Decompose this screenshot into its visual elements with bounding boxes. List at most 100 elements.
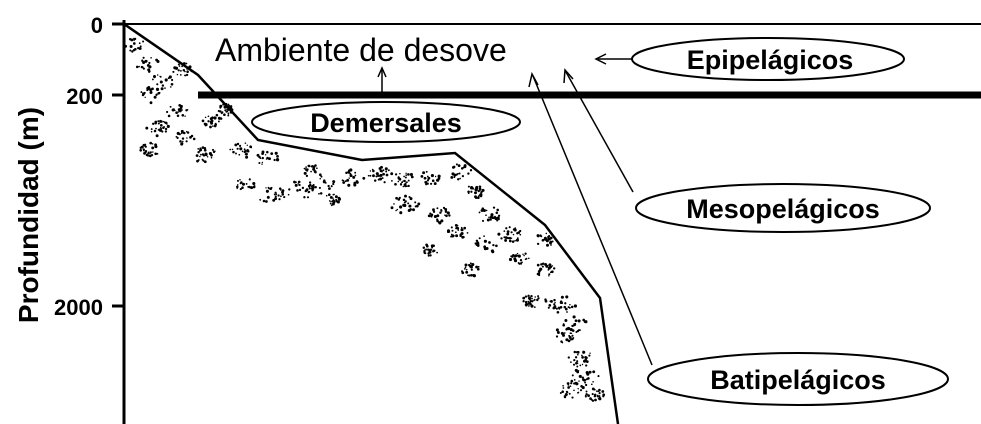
fish-dot <box>531 300 534 303</box>
fish-dot <box>576 362 579 364</box>
fish-dot <box>425 243 428 247</box>
fish-dot <box>575 361 578 365</box>
fish-dot <box>407 179 410 182</box>
fish-dot <box>510 231 513 234</box>
fish-dot <box>405 174 408 176</box>
demersal-label: Demersales <box>310 108 462 138</box>
fish-dot <box>448 214 451 217</box>
fish-dot <box>177 111 180 113</box>
fish-dot <box>519 233 522 236</box>
fish-dot <box>142 40 145 43</box>
fish-dot <box>176 136 179 139</box>
fish-dot <box>541 239 545 242</box>
fish-dot <box>150 57 152 59</box>
fish-dot <box>246 148 249 152</box>
fish-dot <box>175 111 178 115</box>
fish-dot <box>549 236 553 240</box>
fish-dot <box>230 105 233 108</box>
fish-dot <box>556 331 560 334</box>
fish-dot <box>404 176 407 179</box>
fish-dot <box>601 390 604 393</box>
fish-dot <box>516 237 519 240</box>
fish-dot <box>287 193 290 196</box>
fish-dot <box>403 201 406 204</box>
fish-dot <box>495 211 499 215</box>
fish-dot <box>455 226 458 229</box>
fish-dot <box>528 301 531 305</box>
fish-dot <box>188 66 191 69</box>
fish-dot <box>427 252 430 255</box>
fish-dot <box>228 105 231 108</box>
fish-dot <box>155 127 157 130</box>
fish-dot <box>305 174 309 178</box>
fish-dot <box>200 153 202 156</box>
fish-dot <box>483 235 485 237</box>
fish-dot <box>597 375 600 378</box>
fish-dot <box>442 206 446 210</box>
fish-dot <box>394 182 397 186</box>
fish-dot <box>404 194 407 198</box>
fish-dot <box>470 265 473 269</box>
fish-dot <box>256 153 260 157</box>
fish-dot <box>239 178 241 181</box>
fish-dot <box>505 227 508 230</box>
fish-dot <box>576 365 579 368</box>
fish-dot <box>185 62 188 65</box>
fish-dot <box>275 193 278 196</box>
fish-dot <box>322 180 326 184</box>
fish-dot <box>318 192 320 195</box>
fish-dot <box>581 363 584 366</box>
fish-dot <box>241 150 244 153</box>
fish-dot <box>166 124 170 129</box>
fish-dot <box>214 150 216 152</box>
fish-dot <box>306 169 309 172</box>
fish-dot <box>591 387 595 391</box>
spawning-environment-label: Ambiente de desove <box>215 32 507 68</box>
fish-dot <box>522 300 525 303</box>
fish-dot <box>465 268 468 271</box>
fish-dot <box>402 198 406 202</box>
fish-dot <box>523 254 525 257</box>
fish-dot <box>239 188 242 191</box>
fish-dot <box>560 331 564 335</box>
fish-dot <box>561 341 564 344</box>
fish-dot <box>579 364 582 367</box>
fish-dot <box>584 383 588 387</box>
fish-dot <box>577 387 579 390</box>
fish-dot <box>432 249 435 252</box>
fish-dot <box>571 334 574 337</box>
fish-dot <box>436 214 440 218</box>
fish-dot <box>573 350 577 354</box>
fish-dot <box>385 170 388 173</box>
fish-dot <box>555 307 558 310</box>
fish-dot <box>348 177 350 179</box>
fish-dot <box>403 203 407 207</box>
fish-dot <box>475 243 478 247</box>
fish-dot <box>199 148 203 152</box>
fish-dot <box>186 70 189 73</box>
fish-dot <box>568 392 571 395</box>
fish-dot <box>239 147 243 151</box>
fish-dot <box>159 80 163 84</box>
fish-dot <box>295 181 297 184</box>
fish-dot <box>210 153 213 157</box>
fish-dot <box>559 301 563 305</box>
fish-dot <box>541 265 544 268</box>
fish-dot <box>555 335 559 338</box>
fish-dot <box>148 61 151 65</box>
fish-dot <box>149 141 153 145</box>
fish-dot <box>585 360 589 363</box>
fish-dot <box>481 219 485 222</box>
fish-dot <box>273 158 276 162</box>
fish-dot <box>561 390 564 393</box>
fish-dot <box>349 168 353 172</box>
fish-dot <box>438 221 442 225</box>
fish-dot <box>133 37 135 40</box>
fish-dot <box>591 399 595 402</box>
fish-dot <box>258 155 261 159</box>
fish-dot <box>244 150 247 153</box>
fish-dot <box>226 108 228 111</box>
fish-dot <box>176 114 180 118</box>
fish-dot <box>405 172 407 175</box>
fish-dot <box>477 265 480 268</box>
